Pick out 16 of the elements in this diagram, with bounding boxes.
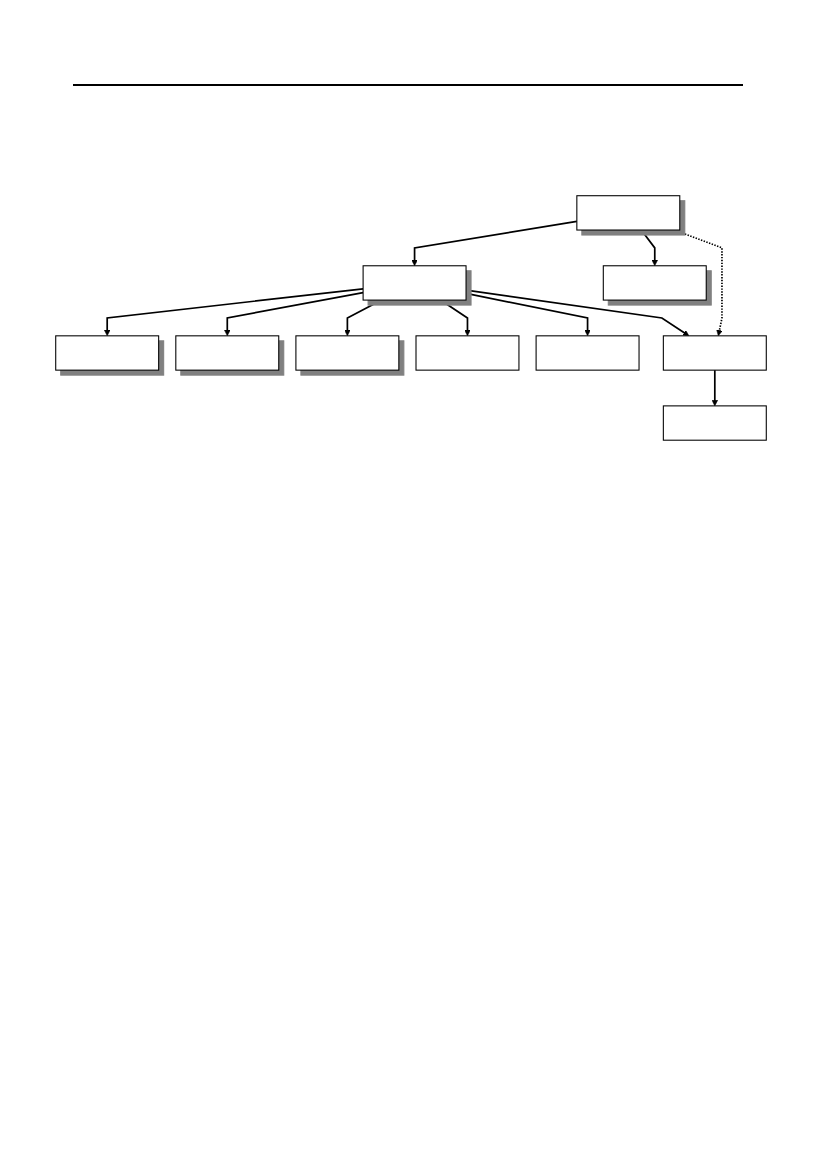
process-box — [662, 405, 767, 441]
arrow — [224, 291, 364, 337]
process-box — [535, 335, 640, 371]
arrow — [344, 299, 383, 337]
process-box — [55, 335, 160, 371]
process-box — [576, 195, 681, 231]
arrow — [640, 229, 658, 267]
process-box — [362, 265, 467, 301]
process-box — [295, 335, 400, 371]
arrow — [439, 299, 471, 337]
process-box — [602, 265, 707, 301]
process-box — [175, 335, 280, 371]
arrow — [711, 369, 718, 407]
process-box — [415, 335, 520, 371]
arrow — [104, 287, 364, 337]
process-box — [662, 335, 767, 371]
